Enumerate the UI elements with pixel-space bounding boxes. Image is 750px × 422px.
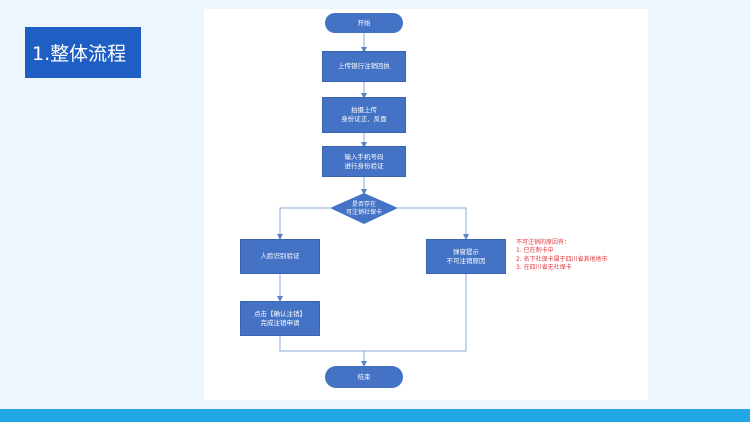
start-node: 开始 [325,13,403,33]
face-verify-label: 人脸识别验证 [260,252,300,260]
note-item: 2. 名下社保卡属于四川省其他地市 [516,255,608,263]
face-verify-node: 人脸识别验证 [240,239,320,274]
flowchart-connectors [277,32,469,367]
note-heading: 不可注销的原因有： [516,239,571,246]
upload-receipt-label: 上传银行注销回执 [338,62,390,70]
phone-verify-label-2: 进行身份验证 [344,161,384,170]
phone-verify-label-1: 输入手机号码 [344,152,384,161]
section-title: 1.整体流程 [25,27,141,78]
note-item: 1. 已在制卡中 [516,247,554,255]
end-label: 结束 [357,372,371,381]
arrow-decision-face [277,207,330,240]
popup-reason-node: 弹窗提示 不可注销原因 [426,239,506,274]
upload-receipt-node: 上传银行注销回执 [322,51,406,82]
photo-id-label-1: 拍摄上传 [351,106,377,114]
cancel-reasons-note: 不可注销的原因有： 1. 已在制卡中 2. 名下社保卡属于四川省其他地市 3. … [516,239,656,273]
note-item: 3. 在四川省无社保卡 [516,264,572,272]
decision-label-1: 是否存在 [351,201,376,208]
decision-node-shape [330,193,398,224]
photo-id-node: 拍摄上传 身份证正、反面 [322,97,406,133]
popup-reason-label-1: 弹窗提示 [453,247,479,256]
popup-reason-label-2: 不可注销原因 [446,256,486,265]
decision-node-text: 是否存在 可注销社保卡 [330,201,398,217]
photo-id-label-2: 身份证正、反面 [341,115,387,123]
end-node: 结束 [325,366,403,388]
confirm-cancel-label-2: 完成注销申请 [260,318,300,327]
decision-label-2: 可注销社保卡 [345,209,382,216]
confirm-cancel-node: 点击【确认注销】 完成注销申请 [240,301,320,336]
arrow-decision-popup [398,207,469,240]
confirm-cancel-label-1: 点击【确认注销】 [254,309,306,318]
bottom-accent-bar [0,409,750,422]
line-confirm-merge [279,335,364,352]
flowchart-canvas: 开始 上传银行注销回执 拍摄上传 身份证正、反面 输入手机号码 进行身份验证 是… [204,9,648,400]
start-label: 开始 [357,18,371,27]
phone-verify-node: 输入手机号码 进行身份验证 [322,146,406,177]
line-popup-merge [364,273,467,352]
